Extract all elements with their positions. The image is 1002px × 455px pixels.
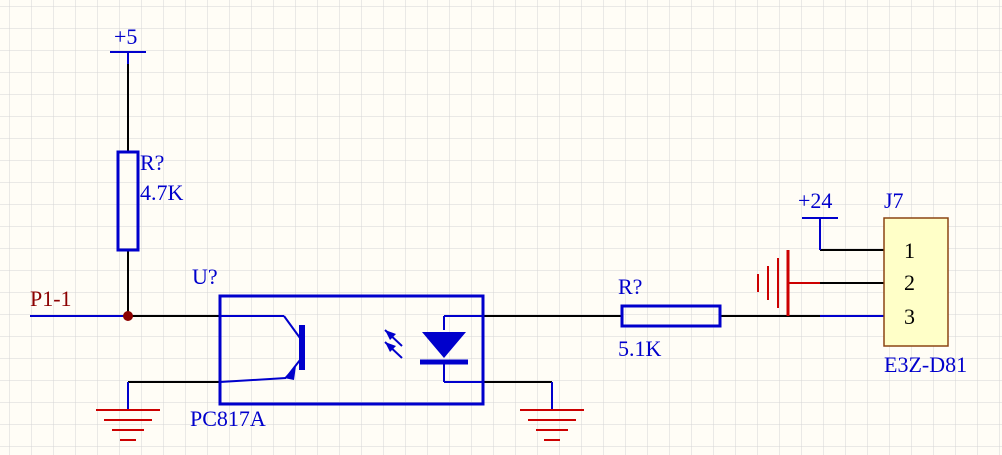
j7-designator: J7: [884, 188, 904, 213]
led-triangle: [422, 332, 466, 358]
u1-designator: U?: [192, 264, 218, 289]
j7-pin-2: 2: [904, 270, 915, 295]
j7-pin-1: 1: [904, 238, 915, 263]
r2-value: 5.1K: [618, 336, 662, 361]
power-label-24v: +24: [798, 188, 832, 213]
net-label-p1-1: P1-1: [30, 286, 72, 311]
r2-designator: R?: [618, 274, 642, 299]
u1-part: PC817A: [190, 406, 266, 431]
r1-value: 4.7K: [140, 180, 184, 205]
ground-right: [520, 382, 584, 441]
r1-designator: R?: [140, 150, 164, 175]
optocoupler-u1[interactable]: [218, 294, 485, 406]
power-port-5v: [110, 51, 146, 64]
junction-dot: [123, 311, 133, 321]
resistor-r2-body[interactable]: [620, 304, 722, 328]
optocoupler-body: [218, 294, 485, 406]
wires: [127, 52, 884, 383]
connector-j7-body[interactable]: [883, 217, 949, 347]
emitter-arrow: [284, 366, 296, 380]
j7-part: E3Z-D81: [884, 352, 967, 377]
power-port-24v: [802, 217, 838, 250]
resistor-r1-body[interactable]: [116, 150, 140, 252]
ground-connector: [757, 250, 820, 316]
power-label-5v: +5: [114, 24, 137, 49]
j7-pin-3: 3: [904, 304, 915, 329]
ground-left: [96, 382, 160, 441]
